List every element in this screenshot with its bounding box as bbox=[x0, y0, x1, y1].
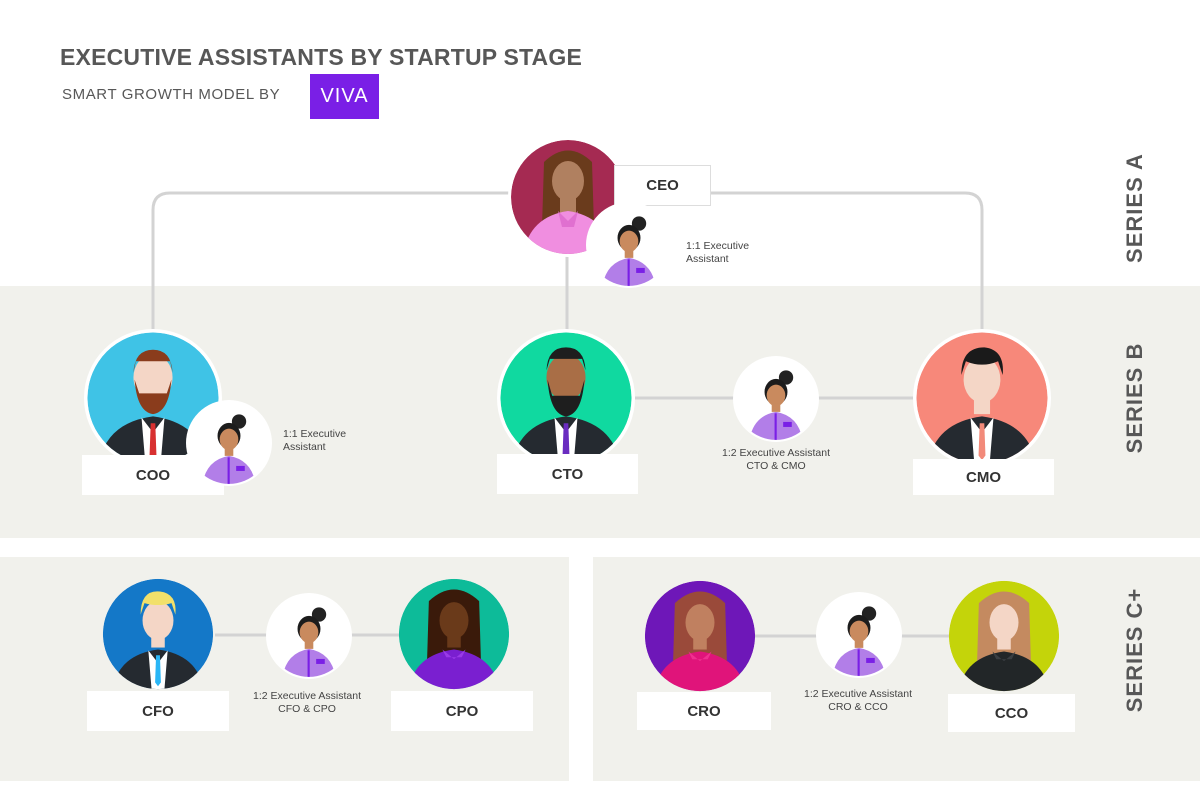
ceo-label: CEO bbox=[614, 165, 711, 206]
caption-line: CTO & CMO bbox=[746, 460, 806, 472]
page-subtitle: SMART GROWTH MODEL BY bbox=[62, 86, 281, 103]
coo-assistant-avatar bbox=[186, 400, 272, 486]
cfo-cpo-assistant-avatar bbox=[266, 593, 352, 679]
caption-line: CRO & CCO bbox=[828, 701, 888, 713]
caption-line: 1:2 Executive Assistant bbox=[253, 690, 361, 702]
cto-label: CTO bbox=[497, 454, 638, 494]
caption-line: 1:1 Executive bbox=[283, 428, 347, 440]
cmo-label: CMO bbox=[913, 459, 1054, 495]
cmo-avatar bbox=[913, 329, 1051, 467]
caption-line: 1:2 Executive Assistant bbox=[722, 447, 830, 459]
caption-line: CFO & CPO bbox=[278, 703, 336, 715]
cro-cco-assistant-caption: 1:2 Executive Assistant CRO & CCO bbox=[804, 688, 912, 714]
ceo-avatar bbox=[508, 137, 628, 257]
cto-avatar bbox=[497, 329, 635, 467]
cro-label: CRO bbox=[637, 692, 771, 730]
cto-cmo-assistant-caption: 1:2 Executive Assistant CTO & CMO bbox=[722, 447, 830, 473]
caption-line: Assistant bbox=[283, 441, 326, 453]
cfo-label: CFO bbox=[87, 691, 229, 731]
viva-logo: VIVA bbox=[310, 74, 379, 119]
cpo-avatar bbox=[398, 578, 510, 690]
cto-cmo-assistant-avatar bbox=[733, 356, 819, 442]
caption-line: 1:1 Executive bbox=[686, 240, 750, 252]
cco-avatar bbox=[948, 580, 1060, 692]
cro-avatar bbox=[644, 580, 756, 692]
coo-assistant-caption: 1:1 Executive Assistant bbox=[283, 428, 346, 454]
cfo-cpo-assistant-caption: 1:2 Executive Assistant CFO & CPO bbox=[253, 690, 361, 716]
ceo-assistant-avatar bbox=[586, 202, 672, 288]
cfo-avatar bbox=[102, 578, 214, 690]
cpo-label: CPO bbox=[391, 691, 533, 731]
caption-line: Assistant bbox=[686, 253, 729, 265]
page-title: EXECUTIVE ASSISTANTS BY STARTUP STAGE bbox=[60, 44, 582, 70]
cco-label: CCO bbox=[948, 694, 1075, 732]
ceo-assistant-caption: 1:1 Executive Assistant bbox=[686, 240, 749, 266]
caption-line: 1:2 Executive Assistant bbox=[804, 688, 912, 700]
cro-cco-assistant-avatar bbox=[816, 592, 902, 678]
